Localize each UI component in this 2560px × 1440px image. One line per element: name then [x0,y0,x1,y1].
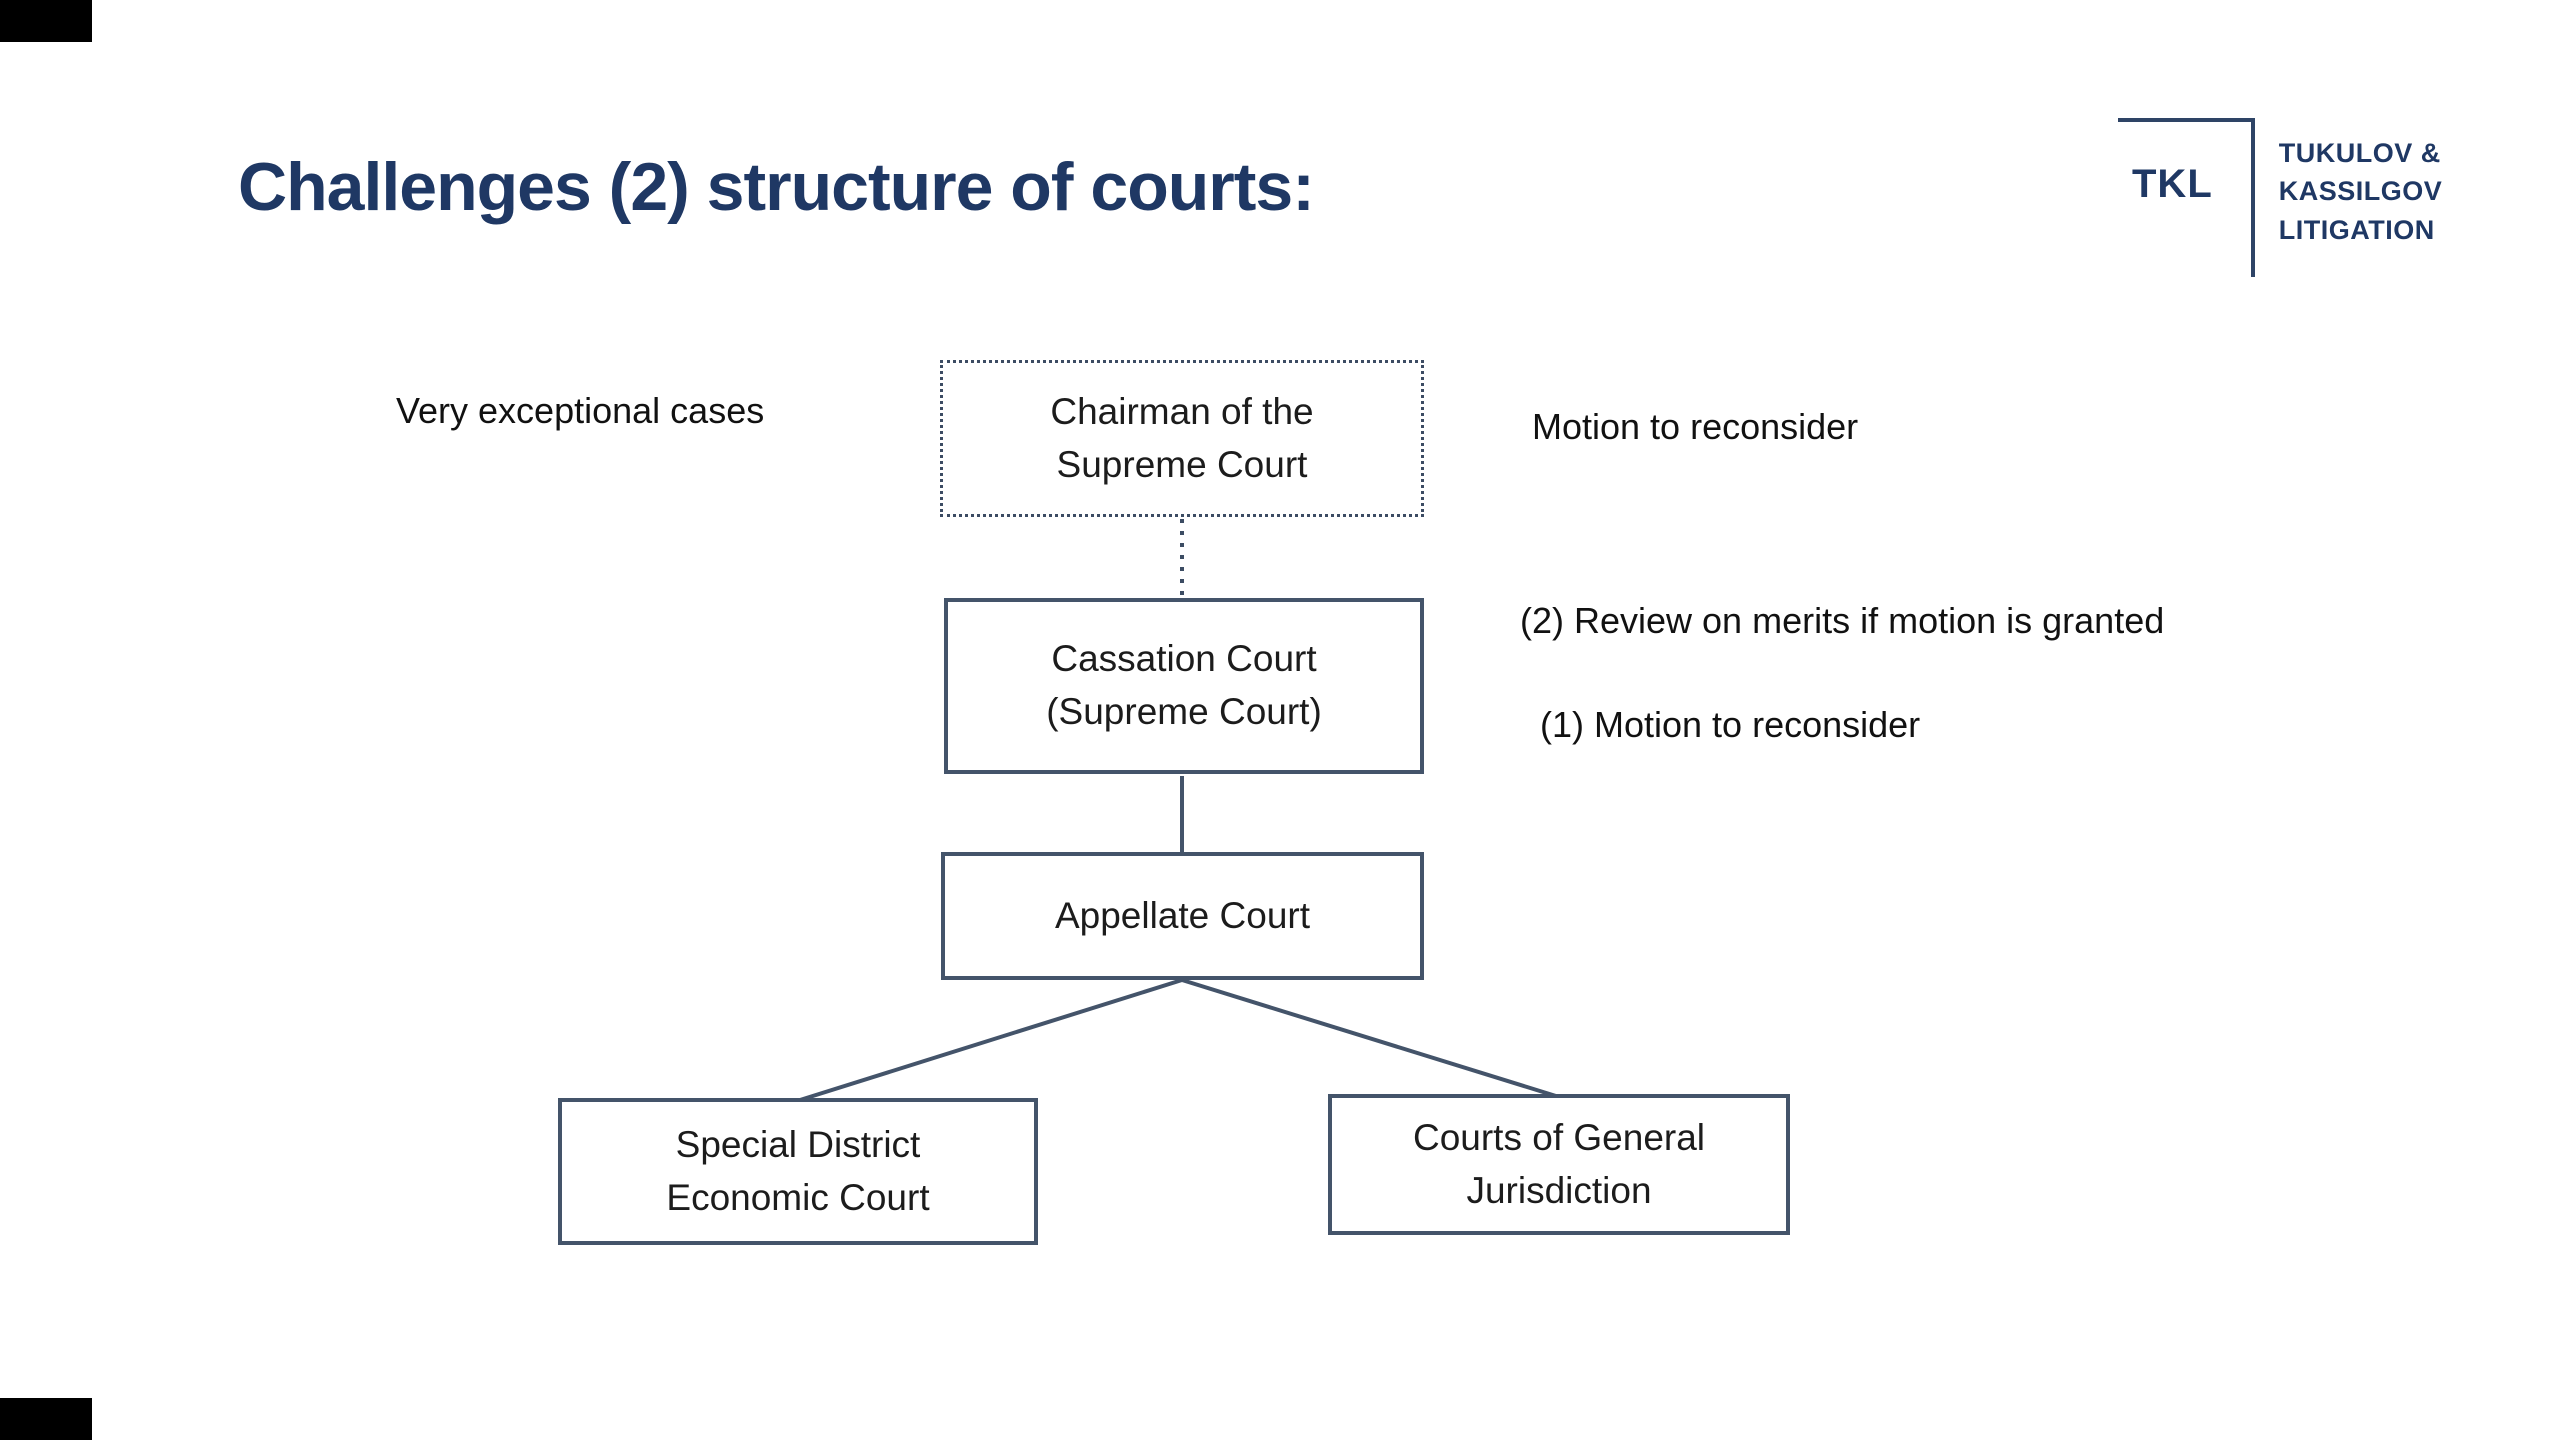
node-chairman-supreme-court: Chairman of the Supreme Court [940,360,1424,517]
node-special-district-economic-court: Special District Economic Court [558,1098,1038,1245]
logo-firm-name-line3: LITIGATION [2278,214,2435,245]
node-text-line: Cassation Court [1051,638,1317,680]
connector-appellate-general-jurisdiction [1181,978,1557,1098]
node-text-line: Special District [675,1123,921,1165]
node-text-line: Economic Court [666,1176,930,1218]
annotation-review-on-merits: (2) Review on merits if motion is grante… [1520,600,2165,641]
node-text-line: Courts of General [1412,1116,1706,1158]
node-text-line: Jurisdiction [1466,1169,1652,1211]
screen-artifact-top-left [0,0,92,42]
node-cassation-court: Cassation Court (Supreme Court) [944,598,1424,774]
slide-title: Challenges (2) structure of courts: [238,149,1315,225]
node-text-line: Chairman of the [1050,390,1314,432]
node-text-line: Appellate Court [1054,894,1311,936]
firm-logo: TKL TUKULOV & KASSILGOV LITIGATION [2118,118,2442,277]
node-text-line: Supreme Court [1056,443,1308,485]
logo-firm-name-line1: TUKULOV & [2278,138,2441,168]
annotation-motion-to-reconsider-top: Motion to reconsider [1532,406,1859,447]
logo-firm-name: TUKULOV & KASSILGOV LITIGATION [2255,118,2443,277]
connector-appellate-special-district [799,978,1183,1102]
screen-artifact-bottom-left [0,1398,92,1440]
logo-abbreviation: TKL [2118,118,2255,277]
node-text-line: (Supreme Court) [1046,691,1322,732]
annotation-very-exceptional-cases: Very exceptional cases [396,390,765,431]
annotation-motion-to-reconsider-one: (1) Motion to reconsider [1540,704,1921,745]
logo-firm-name-line2: KASSILGOV [2278,176,2443,207]
node-appellate-court: Appellate Court [941,852,1424,980]
node-courts-of-general-jurisdiction: Courts of General Jurisdiction [1328,1094,1790,1235]
